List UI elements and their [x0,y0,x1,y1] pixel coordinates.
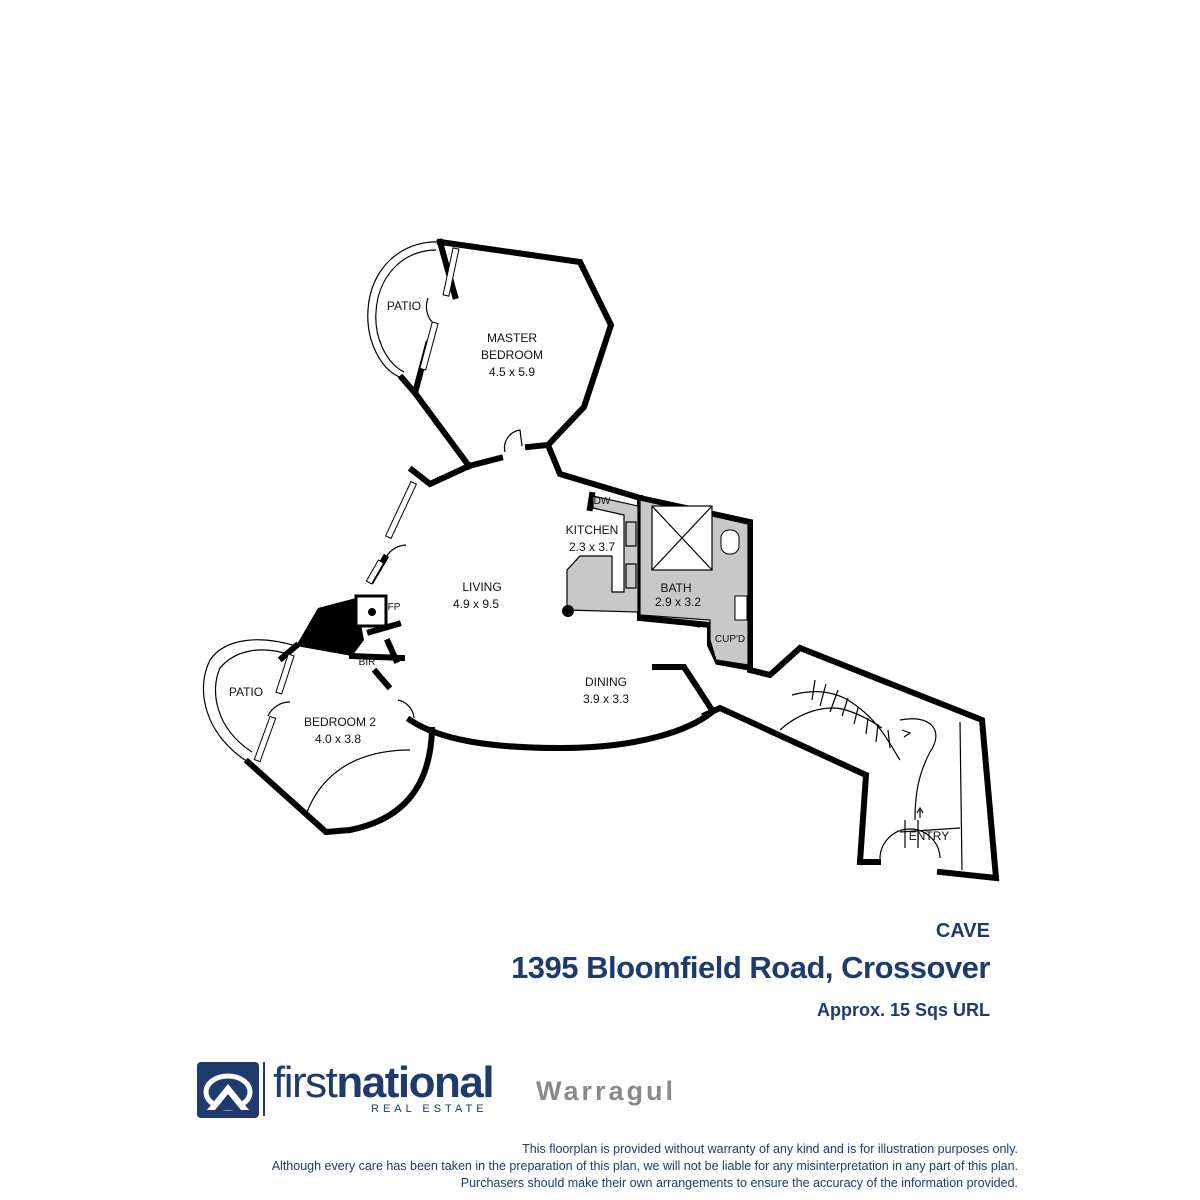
fireplace-label: FP [388,602,401,613]
master-bedroom-label-1: MASTER [487,331,537,345]
dining-walls [405,707,717,752]
entry-label: ENTRY [909,829,949,843]
master-bedroom-label-2: BEDROOM [481,348,543,362]
bedroom2-walls [202,639,436,836]
disclaimer-line: Although every care has been taken in th… [271,1159,1018,1173]
bath-fixtures [639,499,749,666]
brand-name: firstnational [273,1058,495,1107]
property-address: 1395 Bloomfield Road, Crossover [511,950,990,985]
entry-stairs [779,679,963,871]
first-national-logo: firstnational REAL ESTATE Warragul [197,1058,717,1120]
patio-top-label: PATIO [387,299,421,313]
bath-size: 2.9 x 3.2 [655,595,701,609]
logo-divider [263,1062,265,1116]
fireplace-area [296,594,406,691]
disclaimer-line: Purchasers should make their own arrange… [460,1176,1018,1190]
first-national-emblem-icon [197,1062,259,1118]
kitchen-bench [562,495,639,617]
cupboard-label: CUP'D [715,634,745,645]
bedroom2-label: BEDROOM 2 [304,715,376,729]
kitchen-size: 2.3 x 3.7 [569,540,615,554]
bedroom2-size: 4.0 x 3.8 [315,732,361,746]
kitchen-label: KITCHEN [566,523,619,537]
approx-area: Approx. 15 Sqs URL [816,1000,990,1020]
brand-subtitle: REAL ESTATE [371,1103,488,1115]
floor-plan: PATIO MASTER BEDROOM 4.5 x 5.9 DW KITCHE… [202,238,1000,882]
living-label: LIVING [462,580,501,594]
bath-label: BATH [660,581,691,595]
disclaimer-line: This floorplan is provided without warra… [522,1142,1018,1156]
living-size: 4.9 x 9.5 [453,597,499,611]
disclaimer: This floorplan is provided without warra… [118,1141,1018,1192]
dishwasher-label: DW [594,496,611,507]
branch-name: Warragul [536,1076,677,1106]
plan-subtitle: CAVE [935,920,990,942]
patio-top-outline [367,241,523,453]
master-bedroom-size: 4.5 x 5.9 [489,365,535,379]
dining-size: 3.9 x 3.3 [583,692,629,706]
dining-label: DINING [585,675,627,689]
patio-left-label: PATIO [229,685,263,699]
bir-label: BIR [359,657,376,668]
